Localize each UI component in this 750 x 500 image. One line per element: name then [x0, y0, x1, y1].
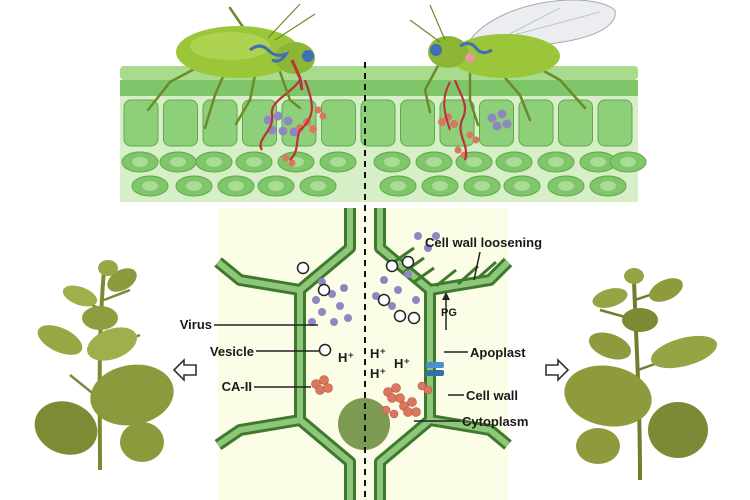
- aphid-icon: [409, 0, 616, 127]
- vesicle-label-target: [318, 343, 332, 357]
- palisade-cell: [202, 99, 238, 147]
- spongy-cell-core: [132, 157, 148, 167]
- label-virus: Virus: [180, 317, 212, 332]
- palisade-cell: [400, 99, 435, 147]
- palisade-cell: [558, 99, 593, 147]
- aphid-right-eye: [430, 44, 442, 56]
- spongy-cell-core: [590, 157, 606, 167]
- spongy-cell-core: [384, 157, 400, 167]
- aphid-right-abdomen: [450, 34, 560, 78]
- spongy-cell-core: [170, 157, 186, 167]
- label-ca-ii: CA-II: [222, 379, 252, 394]
- epidermis-band: [120, 80, 638, 98]
- label-proton-right-3: H⁺: [394, 356, 410, 371]
- spongy-cell-core: [600, 181, 616, 191]
- spongy-cell-core: [246, 157, 262, 167]
- right-stylet: [453, 79, 468, 161]
- label-apoplast: Apoplast: [470, 345, 526, 360]
- spongy-cell-core: [228, 181, 244, 191]
- palisade-cell: [597, 99, 633, 147]
- plant-icon: [34, 260, 174, 471]
- spongy-cell-core: [558, 181, 574, 191]
- plant-icon: [564, 268, 718, 481]
- proton-pump-icon: [426, 362, 444, 376]
- spongy-cell-core: [620, 157, 636, 167]
- palisade-cell: [360, 99, 396, 147]
- tissue-caii-cluster: [282, 106, 480, 167]
- spongy-cell-core: [142, 181, 158, 191]
- label-cell-wall: Cell wall: [466, 388, 518, 403]
- label-cytoplasm: Cytoplasm: [462, 414, 528, 429]
- aphid-left-eye: [302, 50, 314, 62]
- aphid-icon: [146, 3, 316, 130]
- spongy-cell-core: [310, 181, 326, 191]
- virus-particles: [308, 232, 440, 326]
- spongy-cell-core: [268, 181, 284, 191]
- caii-proteins: [311, 375, 433, 419]
- spongy-cell-core: [426, 157, 442, 167]
- spongy-cell-core: [432, 181, 448, 191]
- label-proton-left: H⁺: [338, 350, 354, 365]
- palisade-cell: [123, 99, 159, 147]
- palisade-cell: [321, 99, 356, 147]
- spongy-cell-core: [506, 157, 522, 167]
- spongy-cell-core: [206, 157, 222, 167]
- spongy-cell-core: [330, 157, 346, 167]
- spongy-cell-core: [466, 157, 482, 167]
- spongy-cell-core: [514, 181, 530, 191]
- nucleus: [338, 398, 390, 450]
- left-stylet: [259, 79, 301, 151]
- tissue-virus-cluster: [263, 109, 512, 137]
- hollow-arrow-right-icon: [545, 358, 570, 382]
- label-pg: PG: [441, 307, 457, 319]
- label-cell-wall-loosening: Cell wall loosening: [425, 235, 542, 250]
- spongy-cell-core: [474, 181, 490, 191]
- loosened-cell-wall: [393, 246, 497, 288]
- labels: Cell wall loosening PG Virus Vesicle CA-…: [180, 235, 542, 429]
- vesicles: [296, 255, 421, 357]
- spongy-cell-core: [390, 181, 406, 191]
- leaf-tissue: [120, 66, 647, 202]
- palisade-cell: [163, 99, 198, 147]
- spongy-cell-core: [186, 181, 202, 191]
- label-proton-right-1: H⁺: [370, 346, 386, 361]
- cell-panel-background: [218, 208, 508, 500]
- spongy-cell-core: [548, 157, 564, 167]
- label-vesicle: Vesicle: [210, 344, 254, 359]
- hollow-arrow-left-icon: [172, 358, 197, 382]
- spongy-cells: [121, 151, 647, 197]
- label-proton-right-2: H⁺: [370, 366, 386, 381]
- cell-walls: [214, 208, 513, 500]
